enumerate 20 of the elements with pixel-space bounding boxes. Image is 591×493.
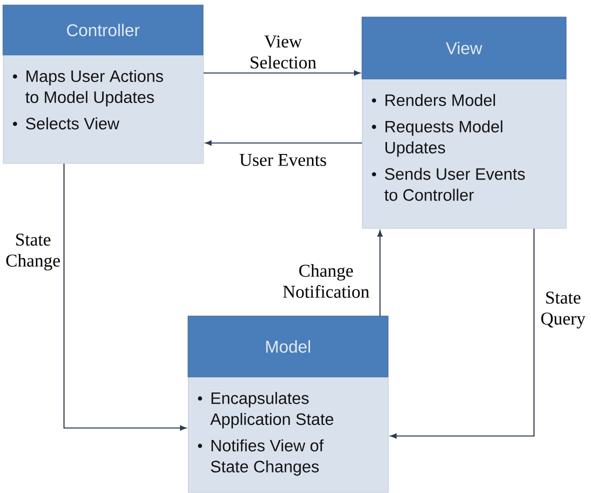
arrow (390, 228, 535, 439)
box-header: Model (188, 316, 388, 378)
edge-label: View Selection (250, 35, 316, 69)
arrow (204, 70, 360, 76)
edge-label: State Query (541, 292, 586, 328)
edge-label: State Change (6, 234, 60, 270)
edge-label: Change Notification (283, 264, 370, 298)
arrow (205, 140, 362, 146)
bullet-text: Requests Model Updates (385, 120, 502, 157)
box-header: Controller (2, 4, 204, 56)
bullet-text: Sends User Events to Controller (384, 168, 525, 201)
bullet-text: Renders Model (386, 94, 495, 106)
arrow (377, 230, 383, 316)
edge-label: User Events (240, 154, 326, 166)
bullet-text: Notifies View of State Changes (210, 439, 324, 476)
bullet-text: Selects View (26, 117, 120, 130)
bullet-text: Encapsulates Application State (210, 392, 334, 428)
box-header: View (362, 16, 566, 80)
bullet-text: Maps User Actions to Model Updates (25, 70, 164, 106)
arrow (63, 164, 186, 431)
